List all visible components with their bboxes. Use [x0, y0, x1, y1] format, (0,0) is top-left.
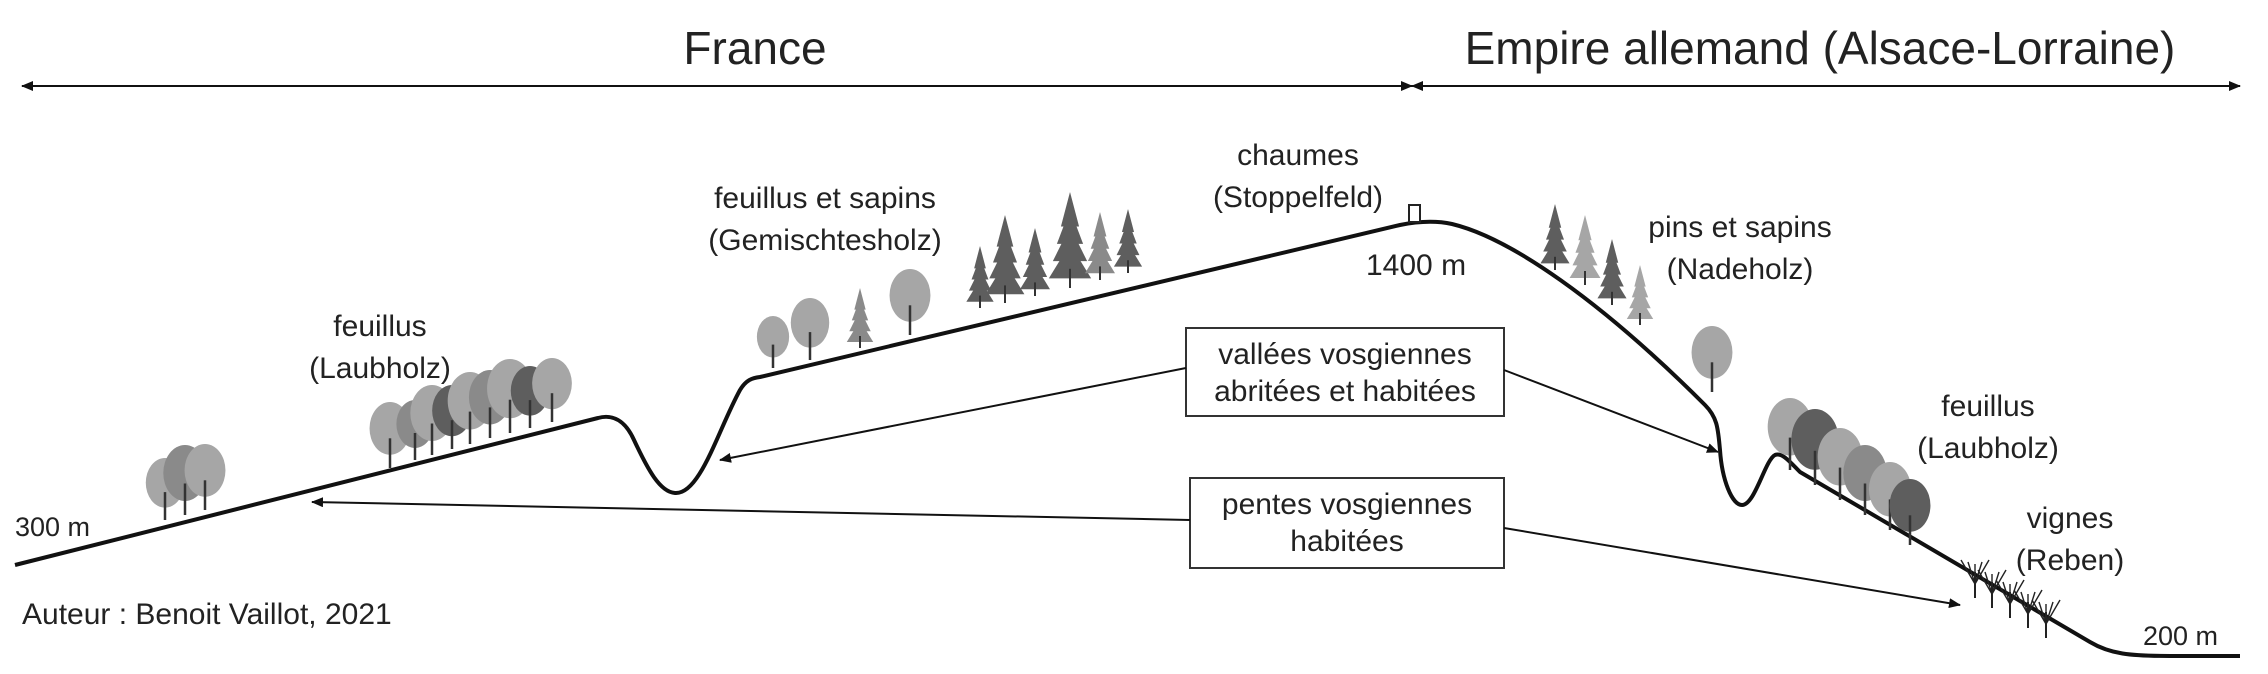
pentes-arrow-left — [311, 497, 1191, 521]
stoppelfeld-label: (Stoppelfeld) — [1213, 181, 1383, 214]
conifer-tree — [1597, 239, 1627, 305]
vegetation-layer — [145, 192, 1931, 545]
conifer-tree — [846, 288, 874, 348]
conifer-tree — [966, 246, 994, 308]
laubholz-left-label: (Laubholz) — [309, 352, 451, 385]
deciduous-tree — [532, 358, 572, 422]
conifer-tree — [1626, 265, 1654, 325]
vallees-arrow-left — [719, 367, 1187, 463]
vallees-arrow-right — [1503, 369, 1719, 453]
pentes-arrow-right — [1503, 527, 1961, 609]
altitude-200-label: 200 m — [2143, 621, 2218, 651]
altitude-1400-label: 1400 m — [1366, 249, 1466, 282]
reben-label: (Reben) — [2016, 544, 2124, 577]
deciduous-tree — [1691, 326, 1733, 392]
feuillus-right-label: feuillus — [1941, 390, 2034, 423]
pins-sapins-label: pins et sapins — [1648, 211, 1831, 244]
deciduous-tree — [184, 444, 226, 510]
conifer-tree — [1020, 228, 1050, 296]
author-credit: Auteur : Benoit Vaillot, 2021 — [22, 598, 392, 631]
region-empire-label: Empire allemand (Alsace-Lorraine) — [1465, 22, 2176, 74]
deciduous-tree — [756, 316, 790, 368]
vine-plant-icon — [2031, 599, 2061, 638]
pentes-callout-box — [1189, 477, 1505, 569]
terrain-profile — [14, 219, 2240, 658]
summit-hut-icon — [1408, 204, 1421, 223]
altitude-300-label: 300 m — [15, 512, 90, 542]
laubholz-right-label: (Laubholz) — [1917, 432, 2059, 465]
conifer-tree — [1113, 209, 1143, 273]
mixed-forest-label: feuillus et sapins — [714, 182, 936, 215]
vignes-label: vignes — [2027, 502, 2114, 535]
feuillus-left-label: feuillus — [333, 310, 426, 343]
conifer-tree — [1569, 215, 1601, 285]
conifer-tree — [1048, 192, 1092, 288]
vines-layer — [1960, 559, 2061, 638]
chaumes-label: chaumes — [1237, 139, 1359, 172]
pentes-callout-line2: habitées — [1290, 525, 1403, 558]
gemischtesholz-label: (Gemischtesholz) — [708, 224, 941, 257]
pentes-callout-line1: pentes vosgiennes — [1222, 488, 1472, 521]
region-france-label: France — [683, 22, 826, 74]
vine-plant-icon — [1960, 559, 1990, 598]
conifer-tree — [1540, 204, 1570, 270]
conifer-tree — [1085, 212, 1115, 280]
deciduous-tree — [1889, 479, 1931, 545]
vine-plant-icon — [2013, 589, 2043, 628]
deciduous-tree — [889, 269, 931, 335]
vallees-callout-line1: vallées vosgiennes — [1218, 338, 1472, 371]
nadeholz-label: (Nadeholz) — [1667, 253, 1814, 286]
vine-plant-icon — [1995, 579, 2025, 618]
vine-plant-icon — [1977, 569, 2007, 608]
deciduous-tree — [790, 298, 830, 360]
conifer-tree — [985, 215, 1025, 303]
vallees-callout-line2: abritées et habitées — [1214, 375, 1476, 408]
vallees-callout-box — [1185, 327, 1505, 417]
